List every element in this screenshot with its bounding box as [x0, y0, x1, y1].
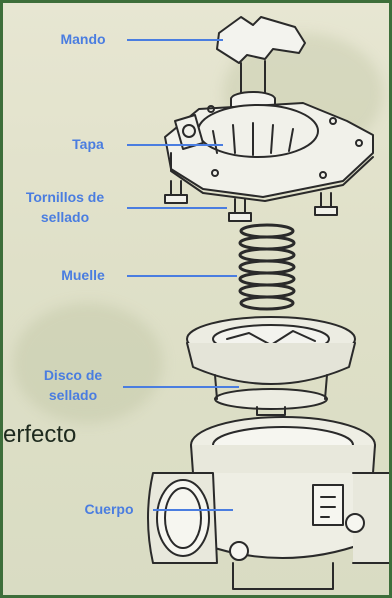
leader-line-disco: [123, 386, 239, 388]
label-mando: Mando: [60, 31, 106, 47]
cap-part: [164, 102, 374, 202]
leader-line-cuerpo: [153, 509, 233, 511]
diaphragm-part: [186, 316, 356, 416]
valve-exploded-drawing: [147, 16, 389, 590]
spring-part: [238, 223, 296, 311]
label-tapa: Tapa: [72, 136, 104, 152]
background-text: erfecto: [3, 421, 77, 448]
leader-line-tapa: [127, 144, 223, 146]
bolts-part: [164, 180, 338, 222]
label-cuerpo: Cuerpo: [84, 501, 134, 517]
leader-line-tornillos: [127, 207, 227, 209]
body-part: [147, 416, 389, 590]
leader-line-mando: [127, 39, 223, 41]
label-tornillos: Tornillos de sellado: [25, 189, 105, 225]
leader-line-muelle: [127, 275, 237, 277]
label-muelle: Muelle: [61, 267, 105, 283]
background-stain: [13, 303, 163, 423]
label-disco: Disco de sellado: [43, 367, 103, 403]
handle-part: [216, 16, 306, 116]
